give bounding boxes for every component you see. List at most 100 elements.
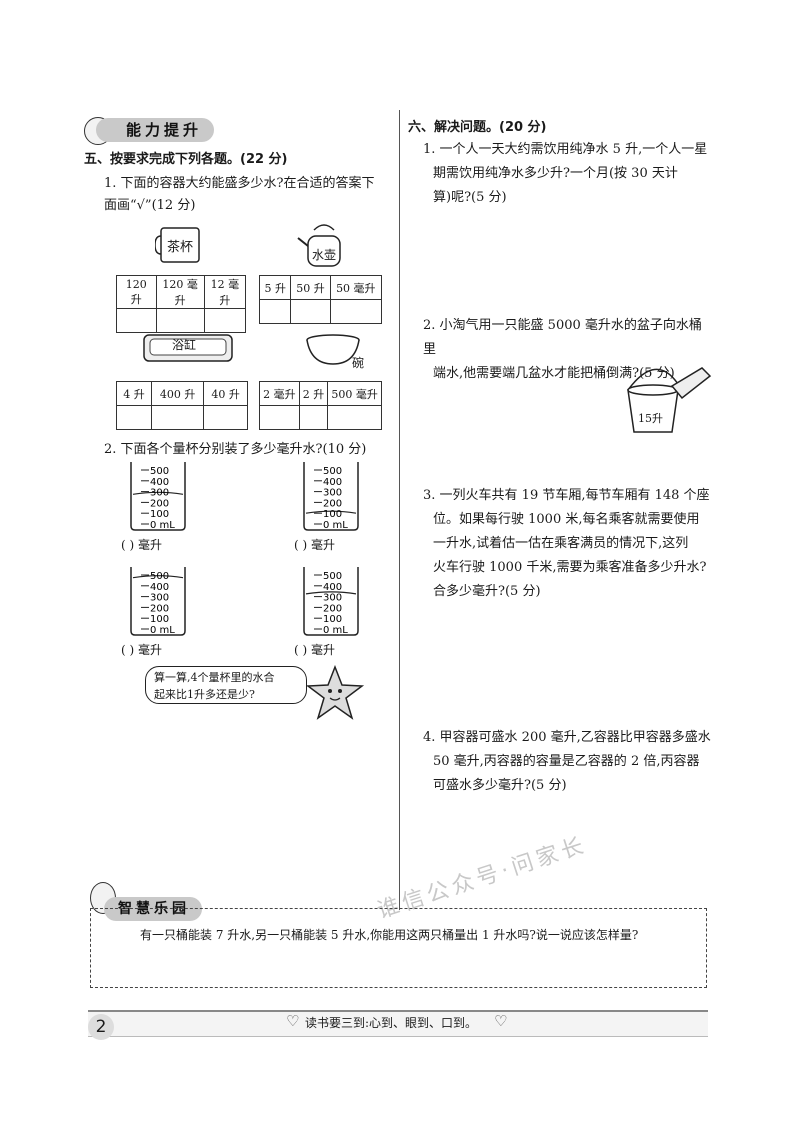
- hint-bubble: 算一算,4个量杯里的水合 起来比1升多还是少?: [145, 666, 307, 704]
- answer-cell[interactable]: [115, 405, 153, 430]
- footer-bar: [88, 1010, 708, 1037]
- bowl-icon: [306, 334, 360, 365]
- answer-blank[interactable]: ( ) 毫升: [121, 538, 162, 552]
- problem-4-line: 可盛水多少毫升?(5 分): [433, 778, 567, 793]
- scale-label: 100: [150, 509, 169, 520]
- answer-cell[interactable]: [155, 308, 205, 333]
- water-level: [132, 575, 184, 579]
- answer-blank[interactable]: ( ) 毫升: [294, 538, 335, 552]
- answer-cell[interactable]: [259, 405, 300, 430]
- section6-title: 六、解决问题。(20 分): [408, 120, 547, 135]
- problem-2-line: 2. 小淘气用一只能盛 5000 毫升水的盆子向水桶里: [423, 318, 702, 357]
- scale-label: 500: [150, 571, 169, 582]
- scale-label: 100: [323, 509, 342, 520]
- bowl-option: 2 升: [298, 381, 329, 406]
- scale-label: 0 mL: [150, 625, 175, 636]
- problem-4: 4. 甲容器可盛水 200 毫升,乙容器比甲容器多盛水 50 毫升,丙容器的容量…: [423, 726, 713, 798]
- bucket-icon: [627, 367, 712, 433]
- problem-1-line: 算)呢?(5 分): [433, 190, 507, 205]
- page-number: 2: [88, 1014, 114, 1040]
- hint-line2: 起来比1升多还是少?: [154, 688, 255, 701]
- tea-cup-icon: [155, 227, 200, 263]
- problem-4-line: 4. 甲容器可盛水 200 毫升,乙容器比甲容器多盛水: [423, 730, 711, 745]
- section-banner: 能力提升: [96, 118, 215, 142]
- footer-motto: 读书要三到:心到、眼到、口到。: [305, 1016, 478, 1030]
- kettle-option: 50 毫升: [329, 275, 383, 300]
- wisdom-banner: 智慧乐园: [104, 897, 202, 921]
- scale-label: 100: [150, 614, 169, 625]
- scale-label: 400: [150, 477, 169, 488]
- cup-option: 120 升: [116, 275, 157, 309]
- answer-cell[interactable]: [329, 299, 383, 324]
- scale-label: 200: [150, 603, 169, 614]
- problem-1-line: 期需饮用纯净水多少升?一个月(按 30 天计: [433, 166, 678, 181]
- answer-cell[interactable]: [258, 299, 292, 324]
- water-level: [305, 591, 357, 595]
- problem-3: 3. 一列火车共有 19 节车厢,每节车厢有 148 个座 位。如果每行驶 10…: [423, 484, 713, 604]
- cup-option: 120 毫升: [155, 275, 205, 309]
- problem-1: 1. 一个人一天大约需饮用纯净水 5 升,一个人一星 期需饮用纯净水多少升?一个…: [423, 138, 713, 210]
- column-divider: [399, 110, 400, 910]
- heart-right-icon: ♡: [494, 1012, 508, 1030]
- problem-2-line: 端水,他需要端几盆水才能把桶倒满?(5 分): [433, 366, 675, 381]
- problem-1-line: 1. 一个人一天大约需饮用纯净水 5 升,一个人一星: [423, 142, 708, 157]
- answer-blank[interactable]: ( ) 毫升: [294, 643, 335, 657]
- answer-blank[interactable]: ( ) 毫升: [121, 643, 162, 657]
- cup-label: 茶杯: [167, 240, 194, 255]
- water-level: [132, 491, 184, 495]
- q1-line1: 1. 下面的容器大约能盛多少水?在合适的答案下: [104, 176, 375, 191]
- cup-option: 12 毫升: [203, 275, 247, 309]
- scale-label: 100: [323, 614, 342, 625]
- star-mascot-icon: [305, 665, 365, 720]
- scale-label: 0 mL: [150, 520, 175, 531]
- scale-label: 200: [323, 498, 342, 509]
- answer-cell[interactable]: [203, 405, 248, 430]
- bowl-option: 2 毫升: [259, 381, 300, 406]
- problem-3-line: 位。如果每行驶 1000 米,每名乘客就需要使用: [433, 512, 700, 527]
- answer-cell[interactable]: [298, 405, 329, 430]
- scale-label: 0 mL: [323, 520, 348, 531]
- tub-option: 4 升: [115, 381, 153, 406]
- q2-text: 2. 下面各个量杯分别装了多少毫升水?(10 分): [104, 442, 367, 457]
- problem-3-line: 合多少毫升?(5 分): [433, 584, 541, 599]
- problem-3-line: 一升水,试着估一估在乘客满员的情况下,这列: [433, 536, 689, 551]
- tub-option: 40 升: [203, 381, 248, 406]
- kettle-label: 水壶: [312, 248, 337, 262]
- bathtub-icon: [143, 334, 233, 362]
- tub-label: 浴缸: [172, 338, 197, 352]
- problem-4-line: 50 毫升,丙容器的容量是乙容器的 2 倍,丙容器: [433, 754, 700, 769]
- scale-label: 400: [150, 582, 169, 593]
- answer-cell[interactable]: [116, 308, 157, 333]
- answer-cell[interactable]: [203, 308, 247, 333]
- scale-label: 400: [323, 582, 342, 593]
- answer-cell[interactable]: [290, 299, 331, 324]
- scale-label: 500: [150, 466, 169, 477]
- scale-label: 400: [323, 477, 342, 488]
- bowl-option: 500 毫升: [327, 381, 382, 406]
- kettle-option: 50 升: [290, 275, 331, 300]
- tub-option: 400 升: [151, 381, 205, 406]
- wisdom-text: 有一只桶能装 7 升水,另一只桶能装 5 升水,你能用这两只桶量出 1 升水吗?…: [140, 928, 639, 942]
- wisdom-box: [90, 908, 707, 988]
- scale-label: 300: [150, 593, 169, 604]
- answer-cell[interactable]: [327, 405, 382, 430]
- scale-label: 300: [323, 488, 342, 499]
- water-level: [305, 510, 357, 514]
- answer-cell[interactable]: [151, 405, 205, 430]
- scale-label: 0 mL: [323, 625, 348, 636]
- scale-label: 500: [323, 571, 342, 582]
- problem-3-line: 火车行驶 1000 千米,需要为乘客准备多少升水?: [433, 560, 707, 575]
- bucket-label: 15升: [638, 412, 663, 425]
- scale-label: 300: [323, 593, 342, 604]
